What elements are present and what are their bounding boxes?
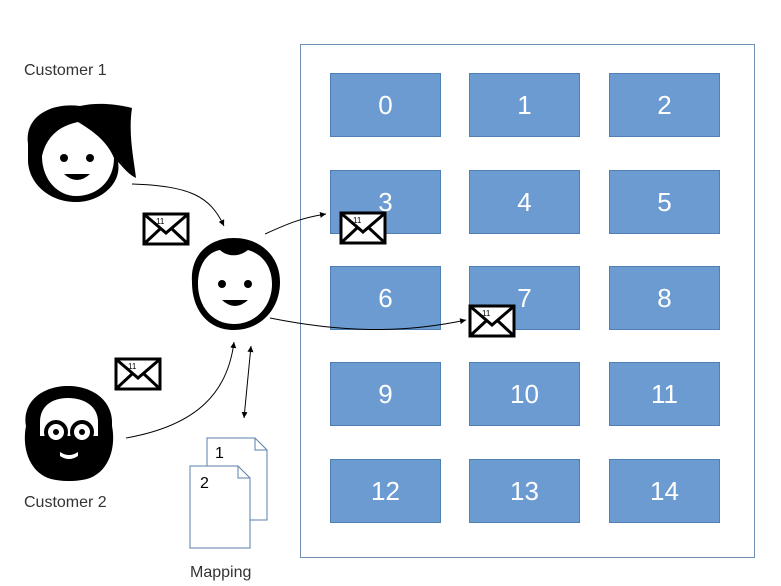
envelope-icon: 11 (468, 304, 516, 338)
connector-router-cell3 (264, 211, 327, 235)
customer-1-label: Customer 1 (24, 62, 107, 79)
connector-customer2-router (125, 341, 237, 439)
envelope-badge: 11 (156, 217, 165, 226)
partition-cell-13: 13 (469, 459, 580, 523)
partition-cell-11: 11 (609, 362, 720, 426)
partition-cell-8: 8 (609, 266, 720, 330)
document-icon: 2 (189, 465, 251, 549)
partition-cell-4: 4 (469, 170, 580, 234)
mapping-page-2-number: 2 (200, 475, 209, 492)
partition-cell-12: 12 (330, 459, 441, 523)
partition-cell-14: 14 (609, 459, 720, 523)
envelope-badge: 11 (353, 216, 362, 225)
partition-cell-6: 6 (330, 266, 441, 330)
partition-cell-0: 0 (330, 73, 441, 137)
boy-face-icon (191, 238, 280, 330)
envelope-icon: 11 (339, 211, 387, 245)
partition-cell-1: 1 (469, 73, 580, 137)
mapping-page-1-number: 1 (215, 445, 224, 462)
girl-face-icon (27, 103, 136, 202)
envelope-icon: 11 (114, 357, 162, 391)
customer-2-label: Customer 2 (24, 494, 107, 511)
envelope-badge: 11 (128, 362, 137, 371)
partition-cell-10: 10 (469, 362, 580, 426)
partition-cell-5: 5 (609, 170, 720, 234)
partition-cell-2: 2 (609, 73, 720, 137)
envelope-badge: 11 (482, 309, 491, 318)
connector-customer1-router (131, 183, 225, 227)
mapping-label: Mapping (190, 564, 252, 581)
partition-cell-9: 9 (330, 362, 441, 426)
connector-router-mapping (241, 345, 254, 419)
bearded-man-glasses-icon (24, 386, 114, 481)
envelope-icon: 11 (142, 212, 190, 246)
connector-router-cell7 (269, 317, 467, 331)
